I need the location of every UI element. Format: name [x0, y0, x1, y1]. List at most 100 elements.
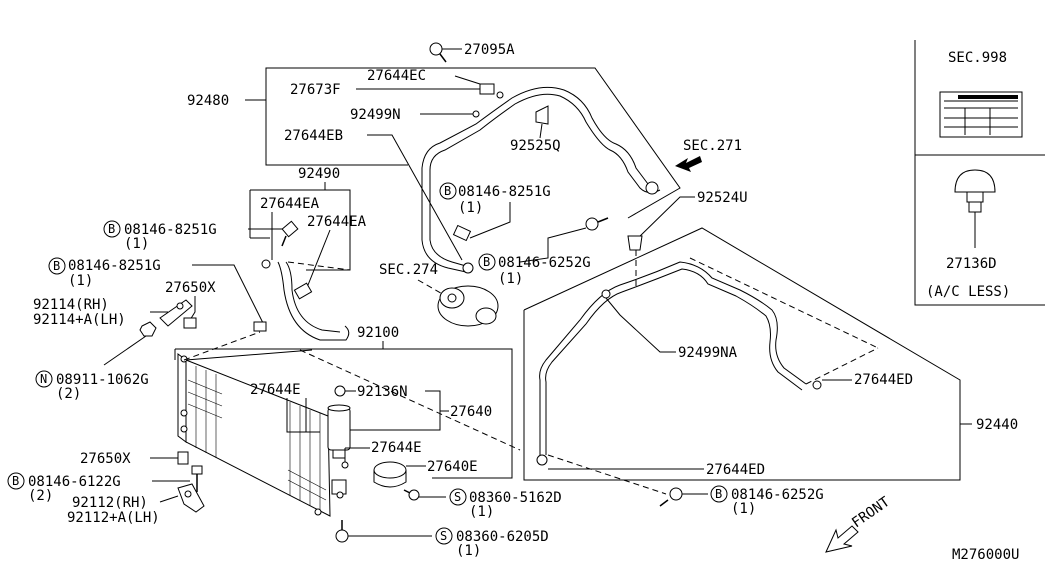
label-08146-6252G-mid: 08146-6252G [498, 255, 591, 271]
hose-assembly-92480-frame [245, 67, 681, 219]
label-92490: 92490 [298, 166, 340, 182]
label-27644ED-right: 27644ED [854, 372, 913, 388]
pipe-92490-frame [249, 182, 351, 271]
marker-B-left1: B [103, 220, 121, 238]
qty-08360-5162D: (1) [469, 504, 494, 520]
label-08360-5162D: 08360-5162D [469, 490, 562, 506]
bracket-27673F-icon [479, 83, 504, 99]
label-27644EA-b: 27644EA [307, 214, 367, 230]
label-92114-rh: 92114(RH) [33, 297, 109, 313]
marker-B-top: B [439, 182, 457, 200]
bolt-mid-icon [585, 217, 609, 231]
label-92136N: 92136N [357, 384, 408, 400]
bolt-top-icon [452, 224, 472, 242]
bolt-6122G-icon [191, 465, 203, 492]
label-08146-8251G-left1: 08146-8251G [124, 222, 217, 238]
svg-text:B: B [444, 184, 451, 198]
qty-08146-8251G-left2: (1) [68, 273, 93, 289]
label-92499N: 92499N [350, 107, 401, 123]
label-92440: 92440 [976, 417, 1018, 433]
qty-08146-6122G: (2) [28, 488, 53, 504]
fitting-92136N-icon [334, 385, 346, 397]
svg-text:N: N [40, 372, 47, 386]
label-front: FRONT [849, 494, 893, 532]
label-27644E-a: 27644E [250, 382, 301, 398]
label-08911-1062G: 08911-1062G [56, 372, 149, 388]
bolt-6252G-bot-icon [659, 487, 683, 507]
label-27644EA-a: 27644EA [260, 196, 320, 212]
nut-icon [139, 321, 157, 337]
label-27095A: 27095A [464, 42, 515, 58]
clip-92524U-icon [627, 235, 643, 251]
pipe-92490 [261, 259, 350, 341]
screw-6205D-icon [335, 520, 349, 543]
label-08146-8251G-left2: 08146-8251G [68, 258, 161, 274]
bracket-92114-icon [159, 299, 193, 327]
label-sec274: SEC.274 [379, 262, 438, 278]
label-92524U: 92524U [697, 190, 748, 206]
label-27640E: 27640E [427, 459, 478, 475]
marker-B-left2: B [48, 257, 66, 275]
fitting-bottom-icon [331, 479, 347, 499]
receiver-drier-icon [327, 404, 351, 459]
inset-sec998-label: SEC.998 [948, 50, 1007, 66]
svg-text:S: S [440, 529, 447, 543]
label-sticker-icon [939, 91, 1023, 138]
front-arrow-icon [825, 525, 859, 553]
label-08146-8251G-top: 08146-8251G [458, 184, 551, 200]
label-27650X-bot: 27650X [80, 451, 131, 467]
inset-panel: SEC.998 27136D (A/C LESS) [914, 40, 1045, 306]
marker-B-6122G: B [7, 472, 25, 490]
clip-92525Q-icon [535, 105, 549, 139]
label-sec271: SEC.271 [683, 138, 742, 154]
label-92114A-lh: 92114+A(LH) [33, 312, 126, 328]
label-27644E-b: 27644E [371, 440, 422, 456]
svg-text:S: S [454, 490, 461, 504]
label-27644EB: 27644EB [284, 128, 343, 144]
grommet-27650X-bot-icon [177, 451, 189, 465]
label-92112-rh: 92112(RH) [72, 495, 148, 511]
label-92525Q: 92525Q [510, 138, 561, 154]
condenser-92100 [177, 349, 331, 517]
marker-B-6252G-bot: B [710, 485, 728, 503]
inset-ac-less-label: (A/C LESS) [926, 284, 1010, 300]
label-27650X-top: 27650X [165, 280, 216, 296]
label-92100: 92100 [357, 325, 399, 341]
bolt-27095A-icon [429, 42, 462, 63]
bolt-left1-icon [281, 220, 299, 247]
qty-08360-6205D: (1) [456, 543, 481, 559]
grommet-27650X-top-icon [183, 317, 197, 329]
svg-text:B: B [108, 222, 115, 236]
qty-08146-8251G-top: (1) [458, 200, 483, 216]
svg-text:B: B [12, 474, 19, 488]
label-27673F: 27673F [290, 82, 341, 98]
label-08146-6252G-bot: 08146-6252G [731, 487, 824, 503]
hose-tube-92480 [421, 86, 661, 274]
marker-B-mid: B [478, 253, 496, 271]
label-92112A-lh: 92112+A(LH) [67, 510, 160, 526]
catalog-code: M276000U [952, 547, 1019, 563]
inset-27136D-label: 27136D [946, 256, 997, 272]
grommet-plug-icon [954, 169, 996, 248]
marker-S-6205D: S [435, 527, 453, 545]
qty-08146-6252G-bot: (1) [731, 501, 756, 517]
pipe-92440 [536, 261, 822, 466]
qty-08146-6252G-mid: (1) [498, 271, 523, 287]
label-08146-6122G: 08146-6122G [28, 474, 121, 490]
compressor-icon [437, 285, 499, 327]
label-27644ED-bot: 27644ED [706, 462, 765, 478]
svg-text:B: B [715, 487, 722, 501]
pipe-92440-frame [523, 227, 972, 481]
bolt-left2-icon [253, 321, 267, 332]
bracket-92112-icon [177, 483, 205, 513]
marker-S-5162D: S [449, 488, 467, 506]
label-08360-6205D: 08360-6205D [456, 529, 549, 545]
label-27640: 27640 [450, 404, 492, 420]
qty-08911-1062G: (2) [56, 386, 81, 402]
label-92499NA: 92499NA [678, 345, 738, 361]
label-27644EC: 27644EC [367, 68, 426, 84]
svg-text:B: B [53, 259, 60, 273]
screw-5162D-icon [403, 489, 420, 501]
clamp-27640E-icon [373, 461, 407, 488]
